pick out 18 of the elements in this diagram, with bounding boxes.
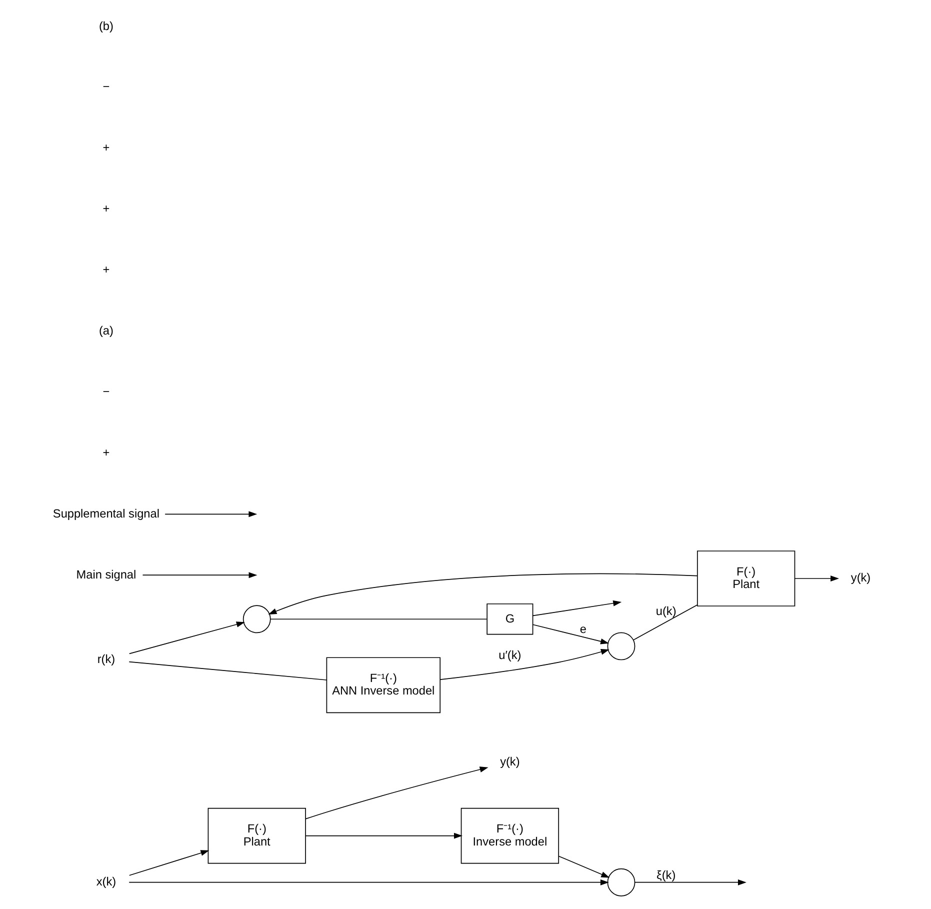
- node-text: Main signal: [76, 567, 136, 582]
- edge-label: u(k): [656, 604, 676, 618]
- node-text: Supplemental signal: [52, 506, 160, 520]
- node-text: y(k): [500, 754, 520, 768]
- label: +: [102, 445, 110, 460]
- edge-label: e: [580, 622, 586, 636]
- node-text: r(k): [97, 652, 116, 666]
- label: −: [102, 80, 110, 94]
- node-text: y(k): [850, 570, 871, 585]
- label: +: [102, 202, 110, 216]
- label: +: [102, 140, 110, 155]
- label: +: [102, 262, 110, 277]
- label: (b): [98, 18, 114, 33]
- label: (a): [98, 323, 114, 338]
- label: −: [102, 384, 110, 398]
- edge-label: ξ(k): [656, 868, 676, 882]
- node-text: x(k): [96, 874, 116, 888]
- edge-label: u′(k): [498, 648, 522, 662]
